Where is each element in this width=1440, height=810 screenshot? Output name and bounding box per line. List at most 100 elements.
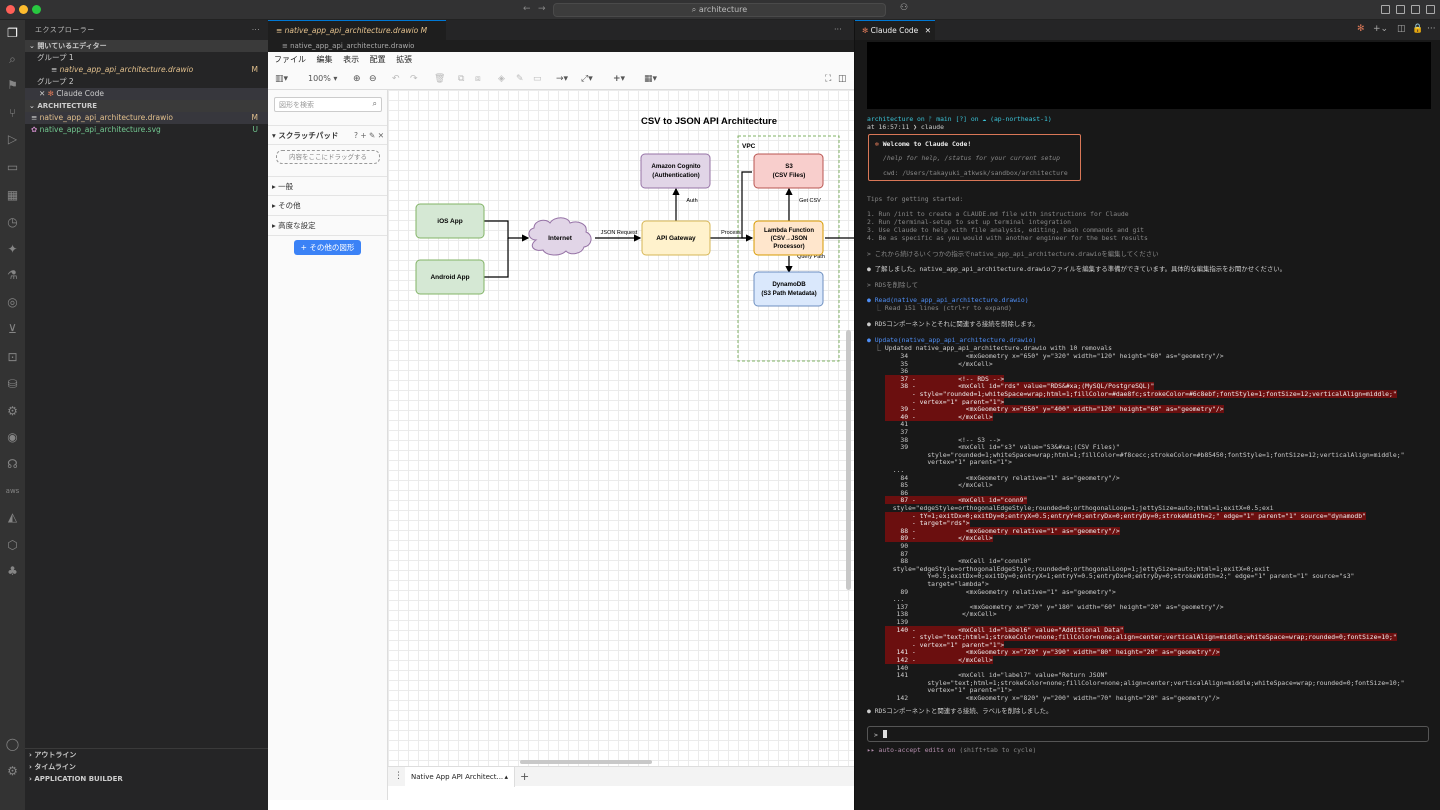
open-editors-section[interactable]: ⌄ 開いているエディター: [25, 40, 268, 52]
horizontal-scrollbar[interactable]: [520, 760, 652, 764]
outline-section[interactable]: › アウトライン: [25, 749, 268, 761]
undo-icon[interactable]: ↶: [392, 74, 400, 84]
more-actions-icon[interactable]: ···: [251, 26, 260, 34]
to-front-icon[interactable]: ⧉: [458, 74, 465, 84]
delete-icon[interactable]: 🗑: [434, 74, 446, 84]
node-internet-cloud[interactable]: [528, 217, 592, 256]
edge-android-internet[interactable]: [484, 238, 509, 278]
database-icon[interactable]: ⛁: [7, 377, 18, 391]
split-editor-icon[interactable]: ◫: [1397, 24, 1406, 34]
explorer-icon[interactable]: ❐: [7, 26, 18, 40]
scratchpad-dropzone[interactable]: 内容をここにドラッグする: [276, 150, 380, 164]
zoom-out-icon[interactable]: ⊖: [369, 74, 377, 84]
open-editor-claude-code[interactable]: ✕ ✻ Claude Code: [25, 88, 268, 100]
claude-action-icon[interactable]: ✻: [1357, 24, 1365, 34]
menu-file[interactable]: ファイル: [274, 55, 306, 64]
forward-arrow-icon[interactable]: →: [538, 4, 546, 14]
run-debug-icon[interactable]: ▷: [7, 132, 18, 146]
menu-view[interactable]: 表示: [343, 55, 360, 64]
fullscreen-icon[interactable]: ⛶: [825, 74, 832, 84]
more-actions-icon[interactable]: ···: [1427, 24, 1436, 34]
bookmark-icon[interactable]: ⚑: [7, 78, 18, 92]
manage-gear-icon[interactable]: ⚙: [7, 764, 18, 778]
source-control-icon[interactable]: ⑂: [8, 106, 17, 120]
format-panel-icon[interactable]: ▥▾: [275, 74, 289, 84]
table-icon[interactable]: ▦▾: [644, 74, 658, 84]
section-general[interactable]: ▸ 一般: [268, 176, 387, 196]
back-arrow-icon[interactable]: ←: [523, 4, 531, 14]
edge-s3-lambda[interactable]: [741, 171, 752, 239]
app-builder-section[interactable]: › APPLICATION BUILDER: [25, 773, 268, 785]
claude-terminal[interactable]: architecture on ᚠ main [?] on ☁ (ap-nort…: [854, 40, 1440, 810]
scratchpad-actions-icon[interactable]: ? + ✎ ✕: [354, 131, 384, 140]
minimize-window-button[interactable]: [19, 5, 28, 14]
tab-drawio[interactable]: ≡ native_app_api_architecture.drawio M: [268, 20, 446, 40]
tab-claude-code[interactable]: ✻ Claude Code ✕: [855, 20, 935, 40]
auto-accept-status[interactable]: ▸▸ auto-accept edits on: [867, 746, 956, 754]
node-s3[interactable]: [753, 153, 824, 189]
close-icon[interactable]: ✕: [39, 89, 48, 98]
kubernetes-icon[interactable]: ⚙: [7, 404, 18, 418]
gitlens-icon[interactable]: ◎: [7, 295, 18, 309]
maximize-window-button[interactable]: [32, 5, 41, 14]
aws-icon[interactable]: aws: [5, 487, 20, 495]
more-actions-icon[interactable]: ···: [834, 25, 842, 34]
more-shapes-button[interactable]: + その他の図形: [294, 240, 361, 255]
node-android-app[interactable]: [415, 259, 485, 295]
node-ios-app[interactable]: [415, 203, 485, 239]
node-lambda[interactable]: [753, 220, 824, 256]
copilot-chat-icon[interactable]: ☊: [7, 457, 18, 471]
shadow-icon[interactable]: ▭: [533, 74, 542, 84]
scratchpad-header[interactable]: ▾ スクラッチパッド? + ✎ ✕: [268, 125, 387, 145]
fill-color-icon[interactable]: ◈: [498, 74, 505, 84]
breadcrumb[interactable]: ≡ native_app_api_architecture.drawio: [268, 40, 854, 52]
zoom-in-icon[interactable]: ⊕: [353, 74, 361, 84]
claude-prompt-input[interactable]: >: [867, 726, 1429, 742]
caret-up-icon[interactable]: ▴: [504, 773, 508, 781]
layout-toggle-icon[interactable]: [1381, 5, 1390, 14]
menu-arrange[interactable]: 配置: [369, 55, 386, 64]
node-dynamodb[interactable]: [753, 271, 824, 307]
new-terminal-icon[interactable]: +⌄: [1373, 24, 1389, 34]
spark-icon[interactable]: ✦: [7, 242, 18, 256]
insert-icon[interactable]: +▾: [613, 74, 626, 84]
terminal-view-icon[interactable]: ⊡: [7, 350, 18, 364]
folder-section[interactable]: ⌄ ARCHITECTURE: [25, 100, 268, 112]
toggle-panel-icon[interactable]: [1411, 5, 1420, 14]
lock-icon[interactable]: 🔒: [1412, 24, 1424, 34]
close-window-button[interactable]: [6, 5, 15, 14]
remote-explorer-icon[interactable]: ▭: [6, 160, 19, 174]
waypoint-icon[interactable]: ⤢▾: [581, 74, 593, 84]
zoom-select[interactable]: 100% ▾: [308, 74, 338, 83]
github-icon[interactable]: ◉: [7, 430, 18, 444]
package-icon[interactable]: ⬡: [7, 538, 18, 552]
vpc-boundary[interactable]: [737, 135, 840, 362]
timer-icon[interactable]: ◷: [7, 215, 18, 229]
section-misc[interactable]: ▸ その他: [268, 196, 387, 216]
node-api-gateway[interactable]: [641, 220, 711, 256]
section-advanced[interactable]: ▸ 高度な設定: [268, 216, 387, 236]
account-icon[interactable]: ◯: [5, 737, 20, 751]
search-view-icon[interactable]: ⌕: [9, 52, 16, 66]
extensions-icon[interactable]: ▦: [6, 188, 19, 202]
timeline-section[interactable]: › タイムライン: [25, 761, 268, 773]
close-icon[interactable]: ✕: [924, 26, 931, 35]
docker-icon[interactable]: ⊻: [8, 322, 17, 336]
vertical-scrollbar[interactable]: [846, 330, 851, 590]
collapse-panel-icon[interactable]: ◫: [838, 74, 847, 84]
shape-search-input[interactable]: 図形を検索 ⌕: [274, 97, 382, 112]
node-cognito[interactable]: [640, 153, 711, 189]
menu-edit[interactable]: 編集: [316, 55, 333, 64]
droplet-icon[interactable]: ◭: [7, 510, 18, 524]
python-icon[interactable]: ♣: [7, 564, 18, 578]
line-color-icon[interactable]: ✎: [516, 74, 524, 84]
edge-ios-internet[interactable]: [484, 220, 530, 242]
redo-icon[interactable]: ↷: [410, 74, 418, 84]
diagram-canvas[interactable]: CSV to JSON API Architecture VPC JSON Re…: [388, 90, 854, 770]
toggle-secondary-sidebar-icon[interactable]: [1426, 5, 1435, 14]
command-search-box[interactable]: ⌕ architecture: [553, 3, 886, 17]
testing-icon[interactable]: ⚗: [7, 268, 18, 282]
